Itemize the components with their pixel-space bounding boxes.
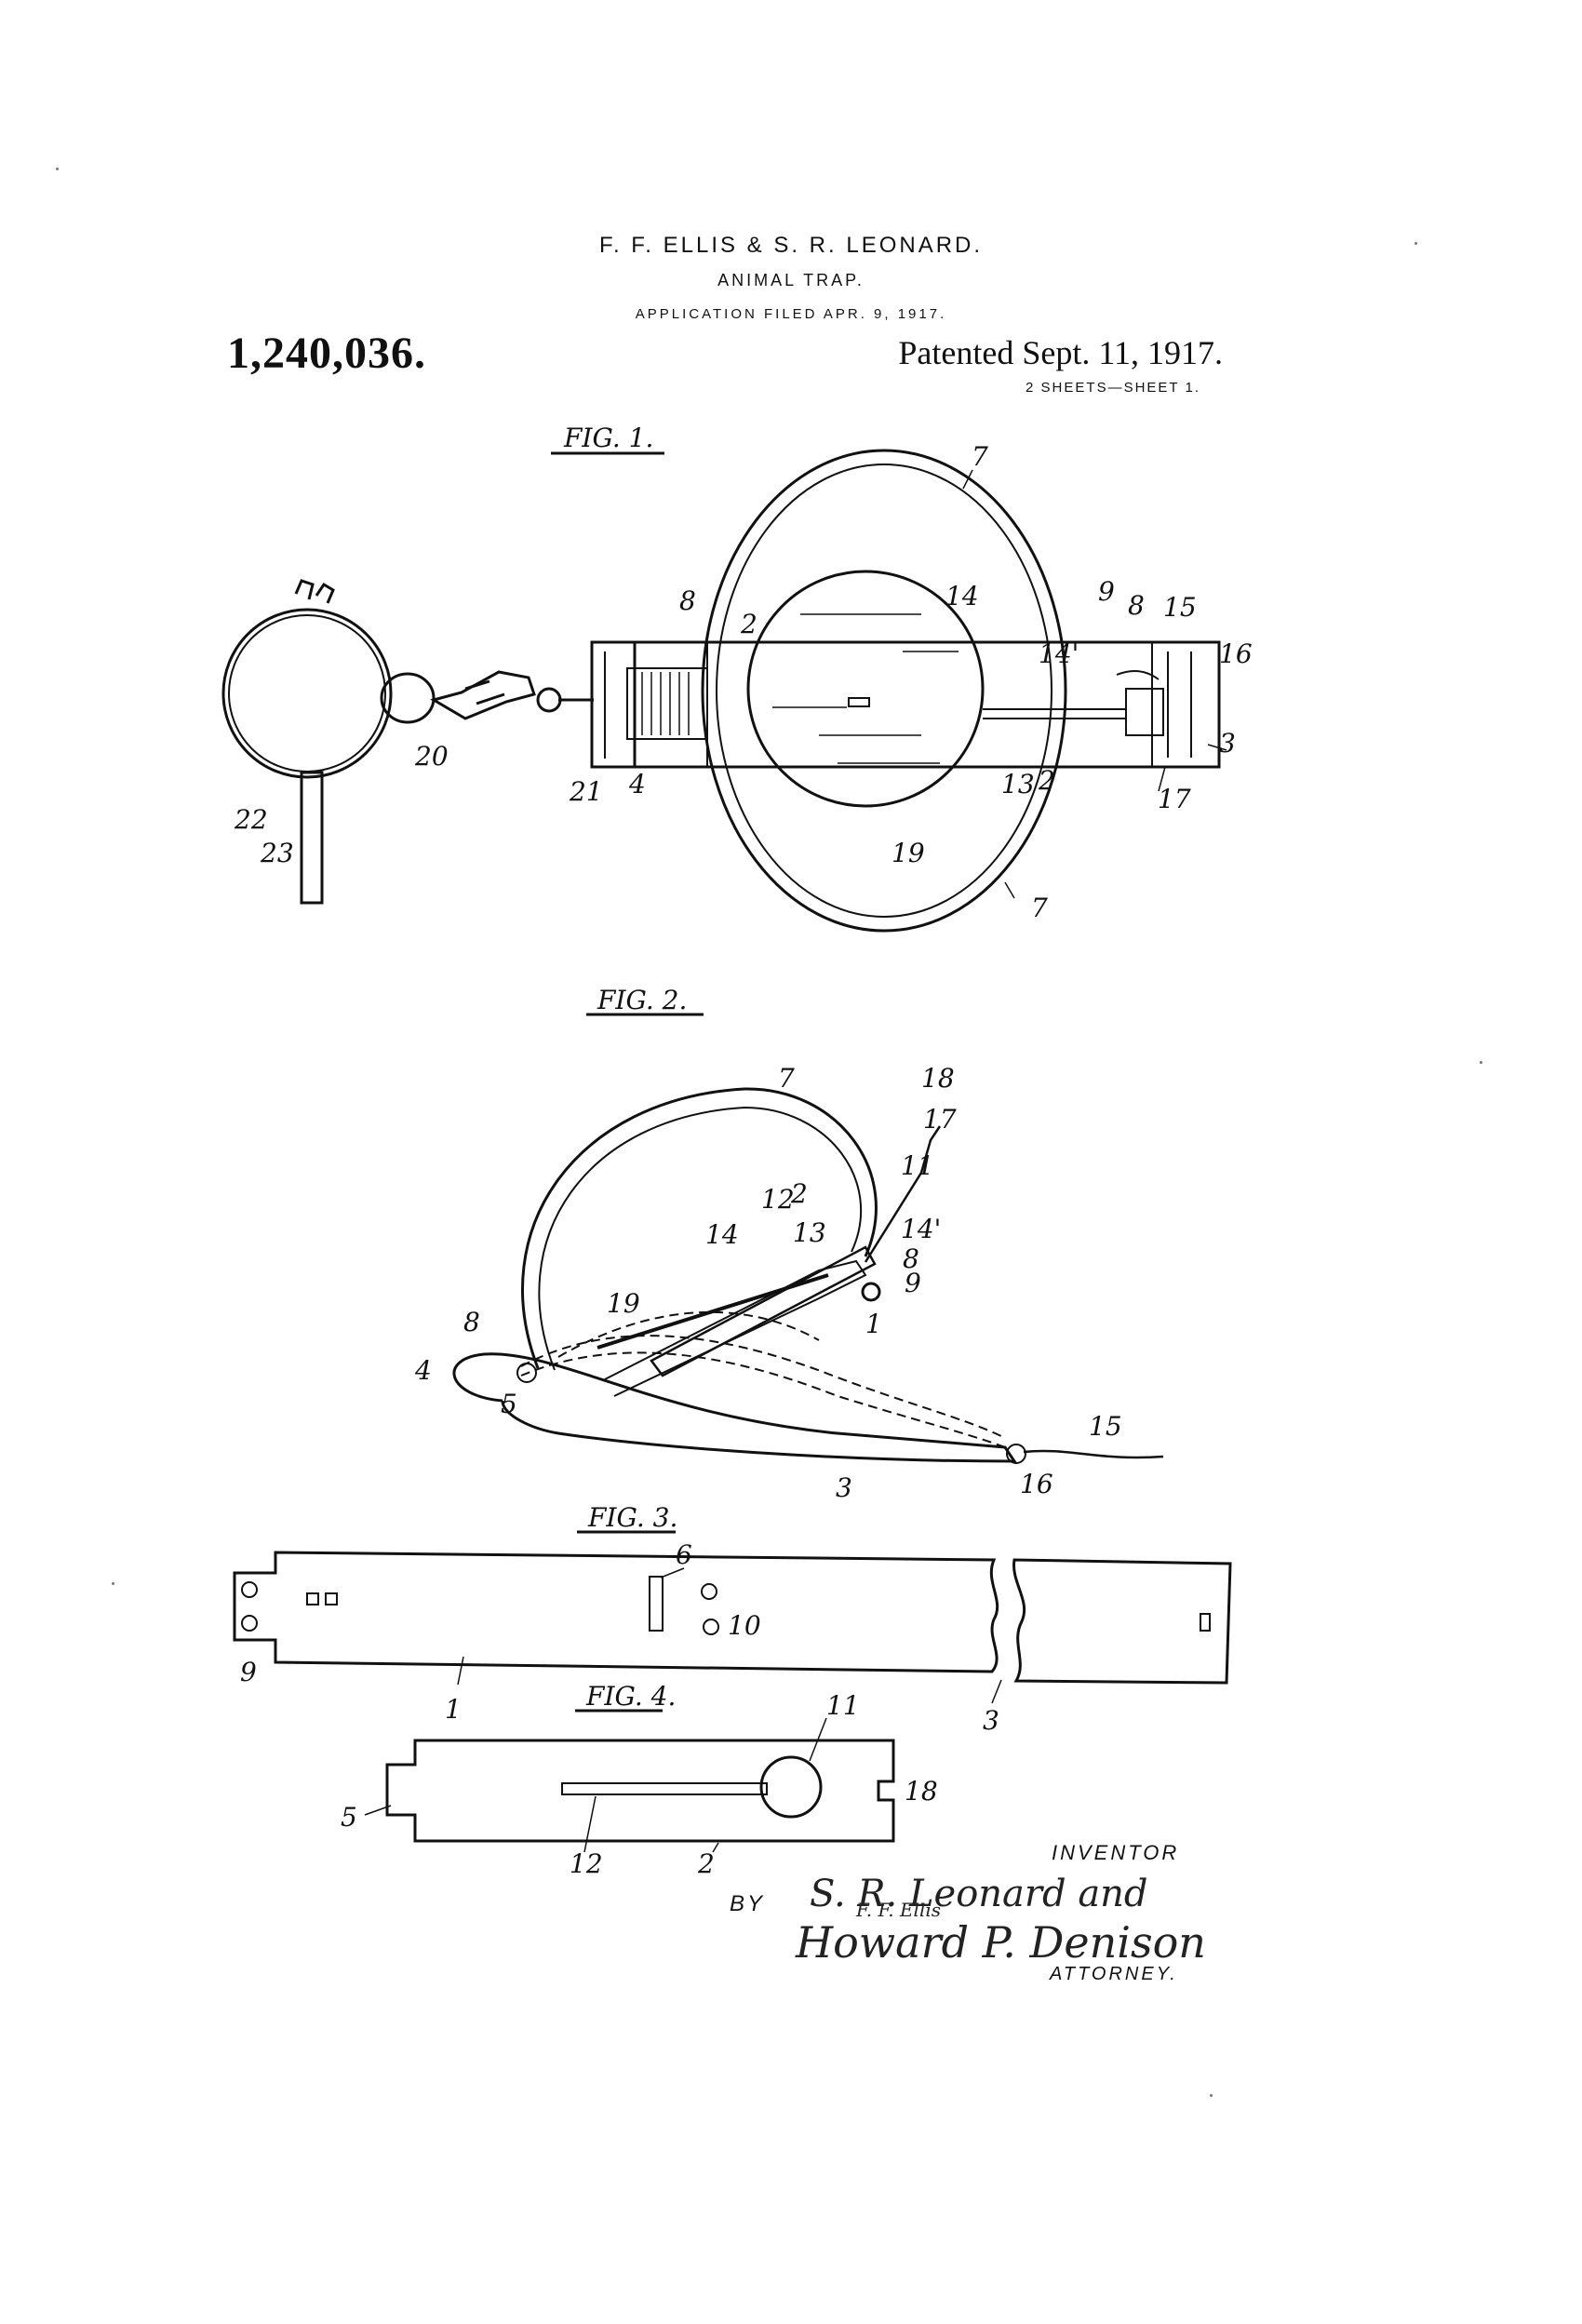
fig2-jaw-arc [521, 1087, 878, 1369]
fig2-ref-5: 5 [501, 1389, 517, 1419]
fig2-label: FIG. 2. [597, 985, 687, 1015]
sheet-count: 2 SHEETS—SHEET 1. [1026, 380, 1200, 396]
fig2-ref-14: 14 [705, 1219, 739, 1250]
patented-date: Patented Sept. 11, 1917. [898, 334, 1223, 371]
fig2-ref-11: 11 [901, 1150, 934, 1181]
fig3-drawing: FIG. 3. 6 10 9 1 3 [233, 1502, 1232, 1736]
fig4-ref-11: 11 [826, 1690, 860, 1721]
fig1-ref-8a: 8 [679, 585, 696, 616]
fig1-label: FIG. 1. [563, 423, 653, 453]
key-ring [221, 608, 393, 779]
fig3-ref-1: 1 [445, 1694, 462, 1725]
fig1-drawing: FIG. 1. [221, 423, 1253, 933]
scan-speck [56, 168, 59, 170]
fig1-ref-2b: 2 [1038, 765, 1055, 796]
inventor-signature: S. R. Leonard and [810, 1873, 1148, 1915]
fig1-ref-14prime: 14' [1039, 638, 1079, 669]
fig2-ref-2: 2 [790, 1178, 808, 1209]
fig2-ref-14prime: 14' [901, 1214, 941, 1244]
fig2-ref-4: 4 [414, 1355, 432, 1386]
fig1-ref-16: 16 [1219, 638, 1253, 669]
fig1-ref-22: 22 [234, 804, 268, 835]
trap-base-plate [590, 640, 1221, 769]
inventor-signature-2: F. F. Ellis [856, 1899, 942, 1921]
fig2-ref-8a: 8 [903, 1243, 919, 1274]
fig2-ref-1: 1 [865, 1309, 882, 1339]
trap-pan [746, 570, 985, 808]
scan-speck [1480, 1061, 1482, 1064]
fig1-ref-9: 9 [1098, 576, 1115, 607]
fig3-base-strip [233, 1551, 999, 1673]
fig4-ref-5: 5 [341, 1802, 357, 1833]
fig1-ref-20: 20 [414, 741, 449, 772]
scan-speck [1210, 2094, 1213, 2097]
fig4-drawing: FIG. 4. 11 18 5 12 2 [341, 1681, 938, 1879]
fig1-ref-14: 14 [945, 581, 979, 611]
fig2-ref-18: 18 [921, 1063, 955, 1094]
patent-number: 1,240,036. [227, 329, 426, 378]
fig2-base [452, 1352, 1017, 1463]
fig3-ref-10: 10 [728, 1610, 761, 1641]
fig1-ref-7b: 7 [1031, 893, 1048, 923]
fig1-ref-8b: 8 [1128, 590, 1145, 621]
fig1-ref-3: 3 [1219, 728, 1236, 759]
fig1-ref-15: 15 [1163, 592, 1197, 623]
fig1-ref-4: 4 [628, 769, 646, 799]
fig2-ref-13: 13 [793, 1217, 826, 1248]
inventor-label: INVENTOR [1052, 1841, 1180, 1864]
subject-heading: ANIMAL TRAP. [717, 271, 865, 289]
key [300, 771, 324, 905]
by-label: BY [730, 1891, 766, 1916]
fig1-ref-17: 17 [1158, 784, 1191, 814]
fig1-ref-7a: 7 [972, 441, 988, 472]
fig4-label: FIG. 4. [585, 1681, 676, 1712]
scan-speck [1414, 242, 1417, 245]
fig4-ref-2: 2 [697, 1848, 715, 1879]
fig2-ref-7: 7 [778, 1063, 795, 1094]
fig2-ref-8b: 8 [463, 1307, 480, 1337]
fig4-plate [385, 1739, 895, 1843]
fig4-ref-12: 12 [570, 1848, 603, 1879]
fig1-ref-21: 21 [569, 776, 603, 807]
attorney-label: ATTORNEY. [1050, 1964, 1178, 1984]
fig2-ref-9: 9 [905, 1268, 921, 1298]
fig1-ref-23: 23 [260, 838, 294, 868]
fig2-drawing: FIG. 2. 7 18 17 11 12 2 14 13 14' 8 [414, 985, 1164, 1503]
attorney-signature: Howard P. Denison [796, 1917, 1206, 1968]
fig2-ref-15: 15 [1089, 1411, 1122, 1442]
fig3-ref-9: 9 [240, 1657, 257, 1687]
fig4-ref-18: 18 [905, 1776, 938, 1807]
filing-date: APPLICATION FILED APR. 9, 1917. [635, 306, 947, 322]
scan-speck [112, 1582, 114, 1585]
fig1-ref-19: 19 [892, 838, 925, 868]
fig2-ref-3: 3 [836, 1472, 852, 1503]
fig2-ref-17: 17 [923, 1104, 957, 1135]
fig1-ref-2a: 2 [740, 609, 757, 639]
fig3-label: FIG. 3. [587, 1502, 677, 1533]
fig1-ref-13: 13 [1001, 769, 1035, 799]
fig2-ref-12: 12 [761, 1184, 795, 1215]
inventors-heading: F. F. ELLIS & S. R. LEONARD. [598, 233, 984, 258]
trap-jaw [701, 449, 1067, 933]
fig3-ref-6: 6 [676, 1539, 692, 1570]
fig3-ref-3: 3 [983, 1705, 999, 1736]
fig2-ref-16: 16 [1020, 1469, 1053, 1499]
fig2-ref-19: 19 [607, 1288, 640, 1319]
